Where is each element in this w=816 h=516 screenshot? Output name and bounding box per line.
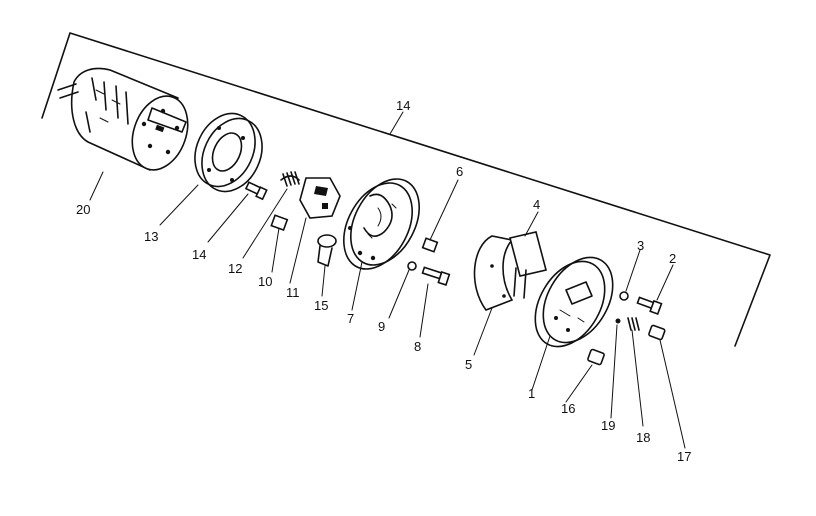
part-15-pin bbox=[317, 234, 337, 267]
label-14: 14 bbox=[192, 247, 206, 262]
label-14-assembly: 14 bbox=[396, 98, 410, 113]
part-7-housing bbox=[343, 178, 420, 270]
part-labels: 14 20 13 14 12 10 11 15 7 9 8 6 4 5 1 16… bbox=[76, 98, 691, 464]
assembly-bracket bbox=[41, 32, 771, 347]
label-4: 4 bbox=[533, 197, 540, 212]
label-5: 5 bbox=[465, 357, 472, 372]
label-8: 8 bbox=[414, 339, 421, 354]
part-3-washer bbox=[619, 291, 629, 301]
part-19-ball bbox=[615, 318, 621, 324]
label-20: 20 bbox=[76, 202, 90, 217]
part-5-cover-plate bbox=[473, 235, 514, 311]
label-2: 2 bbox=[669, 251, 676, 266]
part-6-nut bbox=[421, 237, 439, 253]
part-9-washer bbox=[407, 261, 417, 271]
part-13-adapter-ring bbox=[194, 112, 263, 193]
label-11: 11 bbox=[286, 285, 300, 300]
part-14-screw bbox=[244, 181, 268, 201]
part-17-cap bbox=[648, 324, 666, 341]
label-1: 1 bbox=[528, 386, 535, 401]
part-11-rotor bbox=[299, 177, 341, 219]
part-16-plug bbox=[587, 348, 605, 366]
label-16: 16 bbox=[561, 401, 575, 416]
label-19: 19 bbox=[601, 418, 615, 433]
label-12: 12 bbox=[228, 261, 242, 276]
leader-lines bbox=[89, 111, 686, 449]
part-2-screw bbox=[636, 296, 663, 316]
label-18: 18 bbox=[636, 430, 650, 445]
part-4-connector bbox=[509, 231, 547, 299]
part-18-spring bbox=[627, 317, 640, 331]
label-10: 10 bbox=[258, 274, 272, 289]
part-20-motor bbox=[57, 67, 189, 171]
label-15: 15 bbox=[314, 298, 328, 313]
label-13: 13 bbox=[144, 229, 158, 244]
label-7: 7 bbox=[347, 311, 354, 326]
label-3: 3 bbox=[637, 238, 644, 253]
part-12-spring bbox=[280, 171, 300, 187]
label-9: 9 bbox=[378, 319, 385, 334]
label-17: 17 bbox=[677, 449, 691, 464]
part-10-block bbox=[270, 214, 289, 232]
label-6: 6 bbox=[456, 164, 463, 179]
part-8-bolt bbox=[421, 266, 451, 286]
